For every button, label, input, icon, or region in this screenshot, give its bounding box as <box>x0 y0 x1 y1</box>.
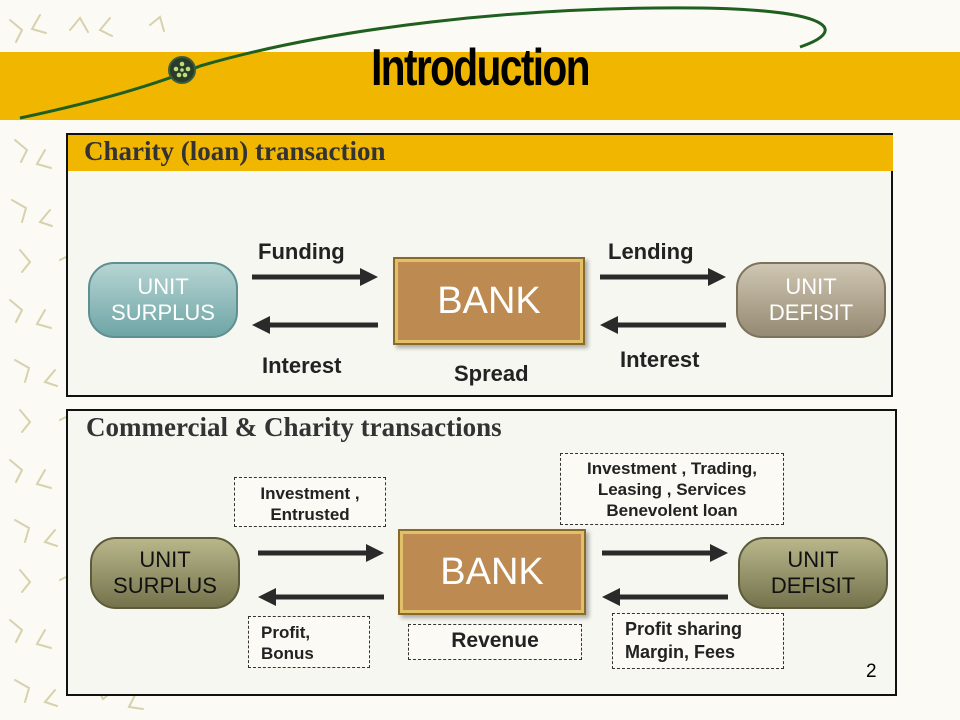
investment-trading-line2: Leasing , Services <box>597 480 747 499</box>
interest-right-arrow <box>600 316 726 334</box>
profit-sharing-line1: Profit sharing <box>625 619 743 639</box>
investment-entrusted-line2: Entrusted <box>270 505 350 524</box>
panel1-heading-band <box>68 135 893 171</box>
unit-surplus-line2-2: SURPLUS <box>113 573 217 598</box>
sharing-arrow <box>602 588 728 606</box>
spread-label: Spread <box>454 361 529 386</box>
investment-trading-box: Investment , Trading, Leasing , Services… <box>560 453 784 525</box>
panel2-heading: Commercial & Charity transactions <box>86 412 502 442</box>
unit-defisit-line2-2: DEFISIT <box>770 573 856 598</box>
interest-right-label: Interest <box>620 347 700 372</box>
profit-bonus-line2: Bonus <box>261 644 314 663</box>
lending-label: Lending <box>608 239 694 264</box>
panel1-heading: Charity (loan) transaction <box>84 136 386 166</box>
unit-defisit-line2: DEFISIT <box>768 300 854 325</box>
investment-arrow <box>258 544 384 562</box>
profit-bonus-box: Profit, Bonus <box>248 616 370 668</box>
bank-node: BANK <box>393 257 585 345</box>
revenue-box: Revenue <box>408 624 582 660</box>
profit-bonus-line1: Profit, <box>261 623 311 642</box>
slide-title: Introduction <box>371 39 590 97</box>
interest-left-arrow <box>252 316 378 334</box>
unit-surplus-line1-2: UNIT <box>139 547 191 572</box>
investment-entrusted-box: Investment , Entrusted <box>234 477 386 527</box>
funding-arrow <box>252 268 378 286</box>
investment-trading-line3: Benevolent loan <box>606 501 738 520</box>
profit-arrow <box>258 588 384 606</box>
page-number: 2 <box>866 661 877 682</box>
profit-sharing-box: Profit sharing Margin, Fees <box>612 613 784 669</box>
title-band <box>0 52 960 120</box>
unit-defisit-line1-2: UNIT <box>787 547 839 572</box>
financing-arrow <box>602 544 728 562</box>
unit-surplus-line2: SURPLUS <box>111 300 215 325</box>
profit-sharing-line2: Margin, Fees <box>625 642 736 662</box>
green-dot-bullet-icon <box>168 56 196 84</box>
unit-surplus-line1: UNIT <box>137 274 189 299</box>
investment-entrusted-line1: Investment , <box>260 484 360 503</box>
lending-arrow <box>600 268 726 286</box>
bank-node-2: BANK <box>398 529 586 615</box>
funding-label: Funding <box>258 239 345 264</box>
interest-left-label: Interest <box>262 353 342 378</box>
investment-trading-line1: Investment , Trading, <box>586 459 758 478</box>
unit-defisit-line1: UNIT <box>785 274 837 299</box>
